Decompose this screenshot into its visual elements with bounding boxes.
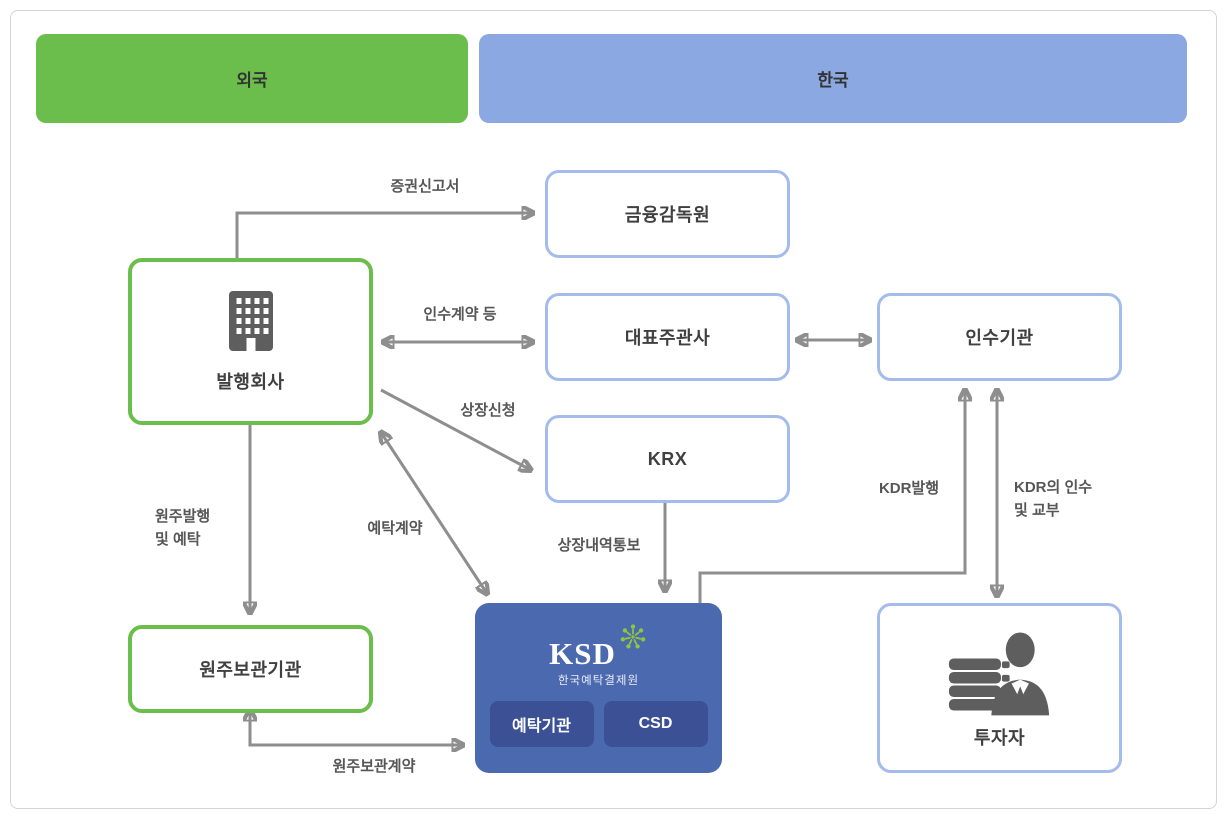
ksd-role-depository: 예탁기관 bbox=[489, 700, 594, 747]
node-custodian: 원주보관기관 bbox=[128, 625, 373, 713]
node-fss: 금융감독원 bbox=[545, 170, 790, 258]
starburst-icon bbox=[618, 622, 648, 657]
node-underwriter-label: 인수기관 bbox=[965, 328, 1034, 348]
node-lead-manager: 대표주관사 bbox=[545, 293, 790, 381]
node-lead-manager-label: 대표주관사 bbox=[624, 328, 711, 348]
edge-label-listing-notice: 상장내역통보 bbox=[557, 537, 641, 554]
edge-label-kdr-delivery: KDR의 인수 및 교부 bbox=[1014, 476, 1124, 523]
node-custodian-label: 원주보관기관 bbox=[199, 660, 302, 680]
edge-label-listing-application: 상장신청 bbox=[460, 402, 516, 419]
edge-label-deposit-contract: 예탁계약 bbox=[367, 520, 423, 537]
node-underwriter: 인수기관 bbox=[877, 293, 1122, 381]
edge-label-kdr-issuance: KDR발행 bbox=[878, 480, 940, 497]
edge-label-underwriting-contract: 인수계약 등 bbox=[423, 306, 497, 323]
node-investor: 투자자 bbox=[877, 603, 1122, 773]
region-header-korea: 한국 bbox=[479, 34, 1187, 123]
edge-label-share-issue-deposit-line1: 원주발행 bbox=[155, 508, 211, 525]
edge-label-share-issue-deposit-line2: 및 예탁 bbox=[155, 531, 201, 549]
edge-label-kdr-delivery-line1: KDR의 인수 bbox=[1014, 479, 1093, 496]
edge-label-custody-contract: 원주보관계약 bbox=[332, 758, 416, 775]
region-header-foreign: 외국 bbox=[36, 34, 468, 123]
node-investor-label: 투자자 bbox=[973, 728, 1026, 748]
node-krx: KRX bbox=[545, 415, 790, 503]
investor-icon bbox=[947, 626, 1053, 716]
ksd-role-csd: CSD bbox=[603, 700, 708, 747]
node-issuer: 발행회사 bbox=[128, 258, 373, 425]
edge-label-kdr-delivery-line2: 및 교부 bbox=[1014, 502, 1060, 520]
node-krx-label: KRX bbox=[647, 448, 688, 469]
region-korea-label: 한국 bbox=[817, 71, 849, 90]
ksd-org-name: 한국예탁결제원 bbox=[557, 674, 640, 687]
ksd-logo: KSD bbox=[549, 635, 616, 671]
node-fss-label: 금융감독원 bbox=[624, 205, 711, 225]
edge-label-share-issue-deposit: 원주발행 및 예탁 bbox=[155, 505, 250, 552]
node-issuer-label: 발행회사 bbox=[216, 371, 285, 392]
diagram-frame bbox=[10, 10, 1217, 809]
edge-label-securities-report: 증권신고서 bbox=[390, 178, 460, 195]
building-icon bbox=[228, 290, 274, 352]
region-foreign-label: 외국 bbox=[236, 71, 268, 90]
node-ksd: KSD bbox=[475, 603, 722, 773]
